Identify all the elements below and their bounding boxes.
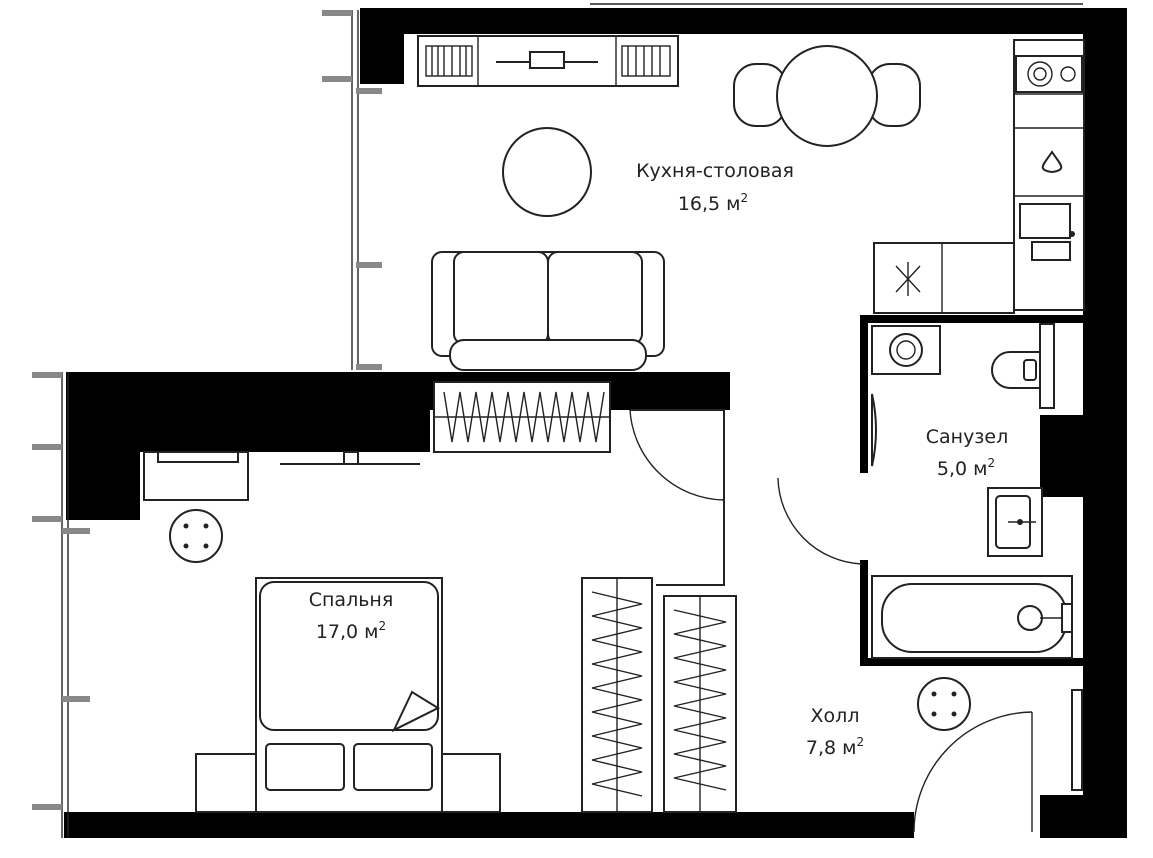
- wall-bedroom-hall: [630, 409, 725, 586]
- wall-top: [360, 8, 1085, 34]
- wall-shaft: [1040, 415, 1083, 497]
- hob: [1015, 55, 1083, 93]
- coffee-table: [502, 127, 592, 217]
- label-kitchen: Кухня-столовая 16,5 м2: [636, 160, 794, 215]
- books-left: [425, 45, 473, 77]
- bedroom-furniture: [143, 381, 737, 813]
- doors: [629, 393, 1083, 833]
- nightstand-left: [195, 753, 259, 813]
- door-bathroom-swing: [777, 477, 863, 565]
- label-bathroom: Санузел 5,0 м2: [926, 426, 1009, 480]
- wall-bottom: [64, 812, 914, 838]
- door-bedroom-swing: [629, 409, 725, 501]
- wall-top-left-pier: [360, 8, 404, 84]
- kitchen-area: 16,5 м2: [678, 191, 748, 215]
- wall-bath-bottom: [860, 658, 1083, 666]
- kitchen-name: Кухня-столовая: [636, 160, 794, 182]
- label-bedroom: Спальня 17,0 м2: [309, 589, 394, 643]
- hall-furniture: [917, 677, 971, 731]
- bedroom-name: Спальня: [309, 589, 394, 611]
- kitchen-furniture: [417, 35, 1085, 371]
- books-right: [621, 45, 671, 77]
- bathroom-area: 5,0 м2: [937, 456, 995, 480]
- bathroom-fixtures: [871, 323, 1073, 659]
- hall-name: Холл: [811, 705, 860, 727]
- door-entrance-swing: [913, 711, 1033, 833]
- wall-right: [1083, 8, 1127, 798]
- pillow-right: [353, 743, 433, 791]
- hall-area: 7,8 м2: [806, 735, 864, 759]
- wall-bottom-right: [1040, 795, 1127, 838]
- wall-bath-left-lower: [860, 560, 868, 666]
- wall-bath-top: [860, 315, 1083, 323]
- kitchen-sink: [1019, 203, 1071, 239]
- hall-pouf: [917, 677, 971, 731]
- wall-bath-left-upper: [860, 315, 868, 473]
- stool: [169, 509, 223, 563]
- snowflake-icon: [895, 262, 921, 296]
- windows: [32, 3, 1083, 838]
- bedroom-area: 17,0 м2: [316, 619, 386, 643]
- bathroom-name: Санузел: [926, 426, 1009, 448]
- label-hall: Холл 7,8 м2: [806, 705, 864, 759]
- nightstand-right: [439, 753, 501, 813]
- dining-table: [776, 45, 878, 147]
- pillow-left: [265, 743, 345, 791]
- fridge: [873, 242, 1015, 314]
- water-drop-icon: [1041, 150, 1063, 174]
